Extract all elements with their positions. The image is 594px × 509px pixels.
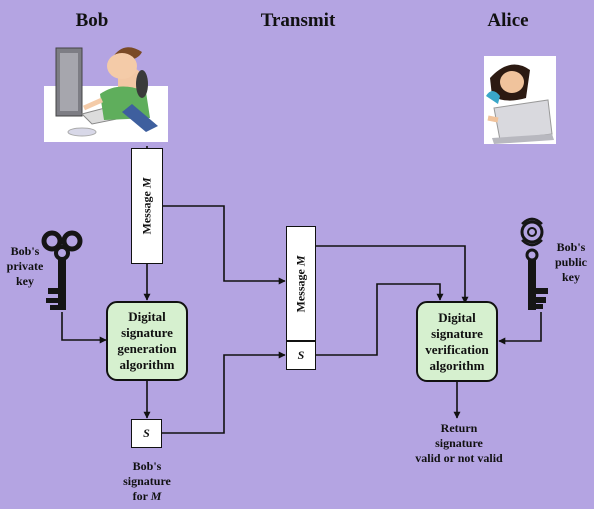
generation-process: Digital signature generation algorithm bbox=[106, 301, 188, 381]
transmit-signature-box: S bbox=[286, 341, 316, 370]
arrow-transmit-message-to-verification bbox=[316, 245, 469, 304]
arrow-public-key-to-verification bbox=[498, 312, 542, 345]
bob-message-label: Message M bbox=[139, 177, 154, 235]
arrow-private-key-to-generation bbox=[61, 312, 107, 344]
alice-laptop-icon bbox=[484, 56, 556, 144]
verification-process: Digital signature verification algorithm bbox=[416, 301, 498, 382]
connectors bbox=[61, 146, 542, 434]
heading-alice: Alice bbox=[487, 10, 529, 31]
private-key-icon bbox=[41, 230, 83, 310]
heading-transmit: Transmit bbox=[260, 10, 336, 31]
return-label: Return signature valid or not valid bbox=[415, 421, 503, 465]
generation-label: Digital signature generation algorithm bbox=[117, 309, 177, 372]
private-key-label: Bob's private key bbox=[6, 244, 44, 288]
arrow-signature-to-transmit bbox=[162, 351, 286, 434]
transmit-message-box: Message M bbox=[286, 226, 316, 341]
verification-label: Digital signature verification algorithm bbox=[425, 309, 489, 373]
bob-message-box: Message M bbox=[131, 148, 163, 264]
heading-bob: Bob bbox=[75, 10, 109, 31]
public-key-icon bbox=[520, 217, 548, 310]
signature-caption: Bob's signature for M bbox=[123, 459, 171, 503]
arrow-message-to-transmit bbox=[162, 205, 286, 285]
bob-computer-icon bbox=[44, 47, 168, 142]
transmit-message-label: Message M bbox=[293, 255, 308, 312]
bob-signature-box: S bbox=[131, 419, 162, 448]
public-key-label: Bob's public key bbox=[554, 240, 588, 284]
arrow-transmit-signature-to-verification bbox=[316, 283, 444, 356]
